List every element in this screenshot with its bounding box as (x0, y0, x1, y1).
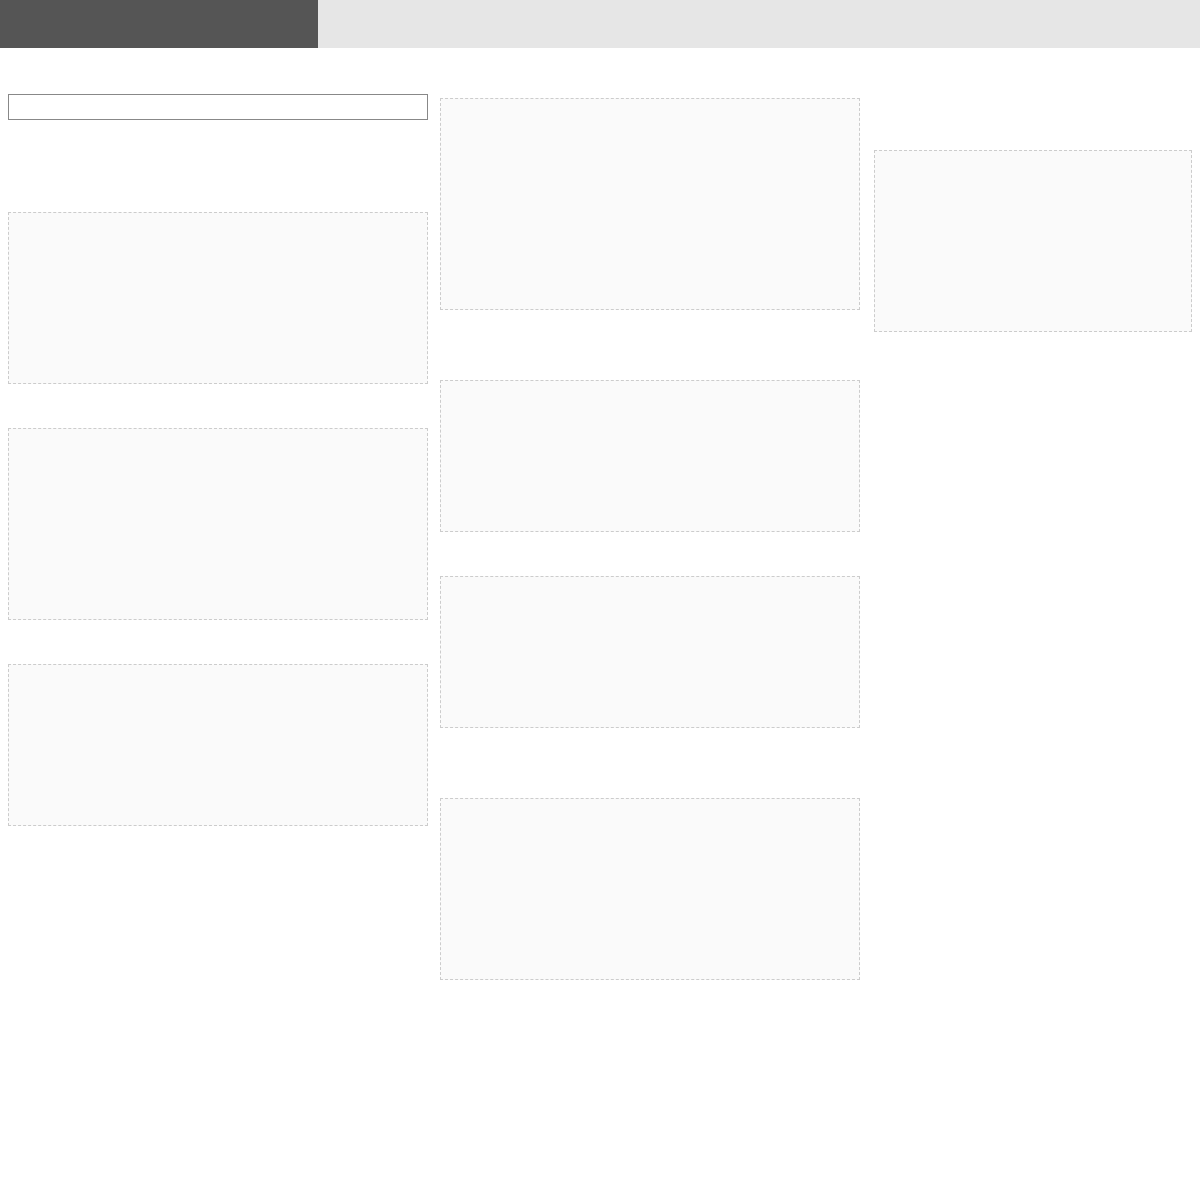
step-text (440, 738, 860, 762)
step-text (874, 64, 1192, 88)
step-text (8, 178, 428, 202)
step-text (440, 320, 860, 344)
step-text (8, 630, 428, 654)
step-text (8, 836, 428, 860)
column-middle (440, 62, 860, 1016)
diagram-final-section (440, 798, 860, 980)
diagram-cut-frame (8, 428, 428, 620)
step-text (874, 90, 1192, 114)
step-text (440, 64, 860, 88)
page-header (0, 0, 1200, 48)
step-text (8, 126, 428, 150)
column-right (874, 62, 1192, 342)
step-text (440, 346, 860, 370)
step-text (440, 542, 860, 566)
notice-box (8, 94, 428, 120)
step-text (8, 394, 428, 418)
header-title-tab (0, 0, 318, 48)
step-text (440, 990, 860, 1014)
diagram-screw-placement (440, 380, 860, 532)
diagram-cut-line (8, 664, 428, 826)
column-left (8, 62, 428, 862)
diagram-cross-section (440, 576, 860, 728)
section-title (8, 62, 428, 88)
step-text (874, 116, 1192, 140)
diagram-attach-leather (440, 98, 860, 310)
diagram-frame-removal (8, 212, 428, 384)
diagram-tension-tape (874, 150, 1192, 332)
step-text (8, 152, 428, 176)
step-text (440, 764, 860, 788)
